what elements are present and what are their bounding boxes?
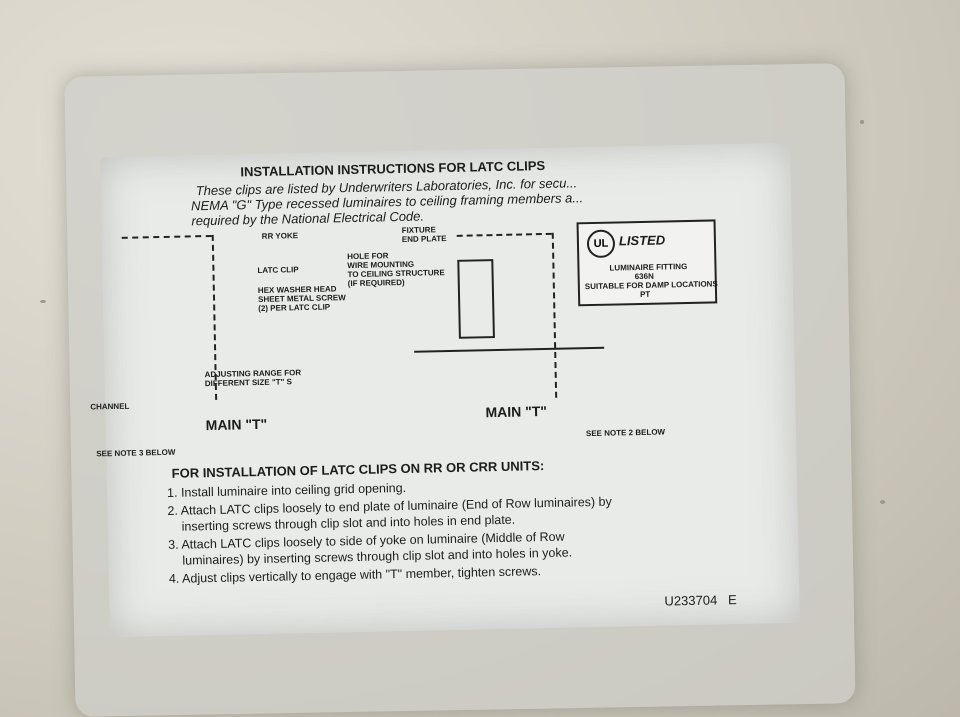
label-adjusting: ADJUSTING RANGE FOR DIFFERENT SIZE "T" S (204, 368, 302, 389)
floor-speck (880, 500, 885, 504)
ul-listed-label: UL LISTED LUMINAIRE FITTING 636N SUITABL… (576, 219, 718, 307)
floor-speck (40, 300, 46, 303)
label-note2: SEE NOTE 2 BELOW (585, 427, 666, 439)
t-bar-drawing (414, 346, 605, 353)
diagram-line (456, 232, 552, 237)
ul-line: PT (639, 289, 651, 299)
floor-speck (860, 120, 864, 124)
label-fixture: FIXTURE END PLATE (401, 225, 447, 244)
label-main-t-right: MAIN "T" (485, 402, 548, 421)
label-latc-clip: LATC CLIP (257, 265, 299, 276)
part-number: U233704 E (664, 592, 737, 609)
label-note3: SEE NOTE 3 BELOW (96, 447, 176, 459)
ul-logo: UL (586, 229, 616, 259)
instructions-heading: FOR INSTALLATION OF LATC CLIPS ON RR OR … (171, 458, 545, 481)
label-hole: HOLE FOR WIRE MOUNTING TO CEILING STRUCT… (347, 251, 445, 289)
ul-line: SUITABLE FOR DAMP LOCATIONS (584, 279, 718, 292)
label-main-t-left: MAIN "T" (205, 415, 268, 434)
clip-drawing (457, 259, 495, 339)
label-rr-yoke: RR YOKE (261, 231, 299, 241)
label-screw: HEX WASHER HEAD SHEET METAL SCREW (2) PE… (257, 284, 346, 313)
instruction-sheet: INSTALLATION INSTRUCTIONS FOR LATC CLIPS… (90, 142, 800, 638)
step: 1. Install luminaire into ceiling grid o… (166, 480, 407, 500)
step: 4. Adjust clips vertically to engage wit… (168, 564, 542, 586)
diagram-line (551, 232, 558, 398)
ul-line: 636N (634, 271, 654, 282)
diagram-line (121, 234, 212, 239)
label-channel: CHANNEL (90, 401, 130, 412)
ul-listed: LISTED (618, 232, 666, 249)
